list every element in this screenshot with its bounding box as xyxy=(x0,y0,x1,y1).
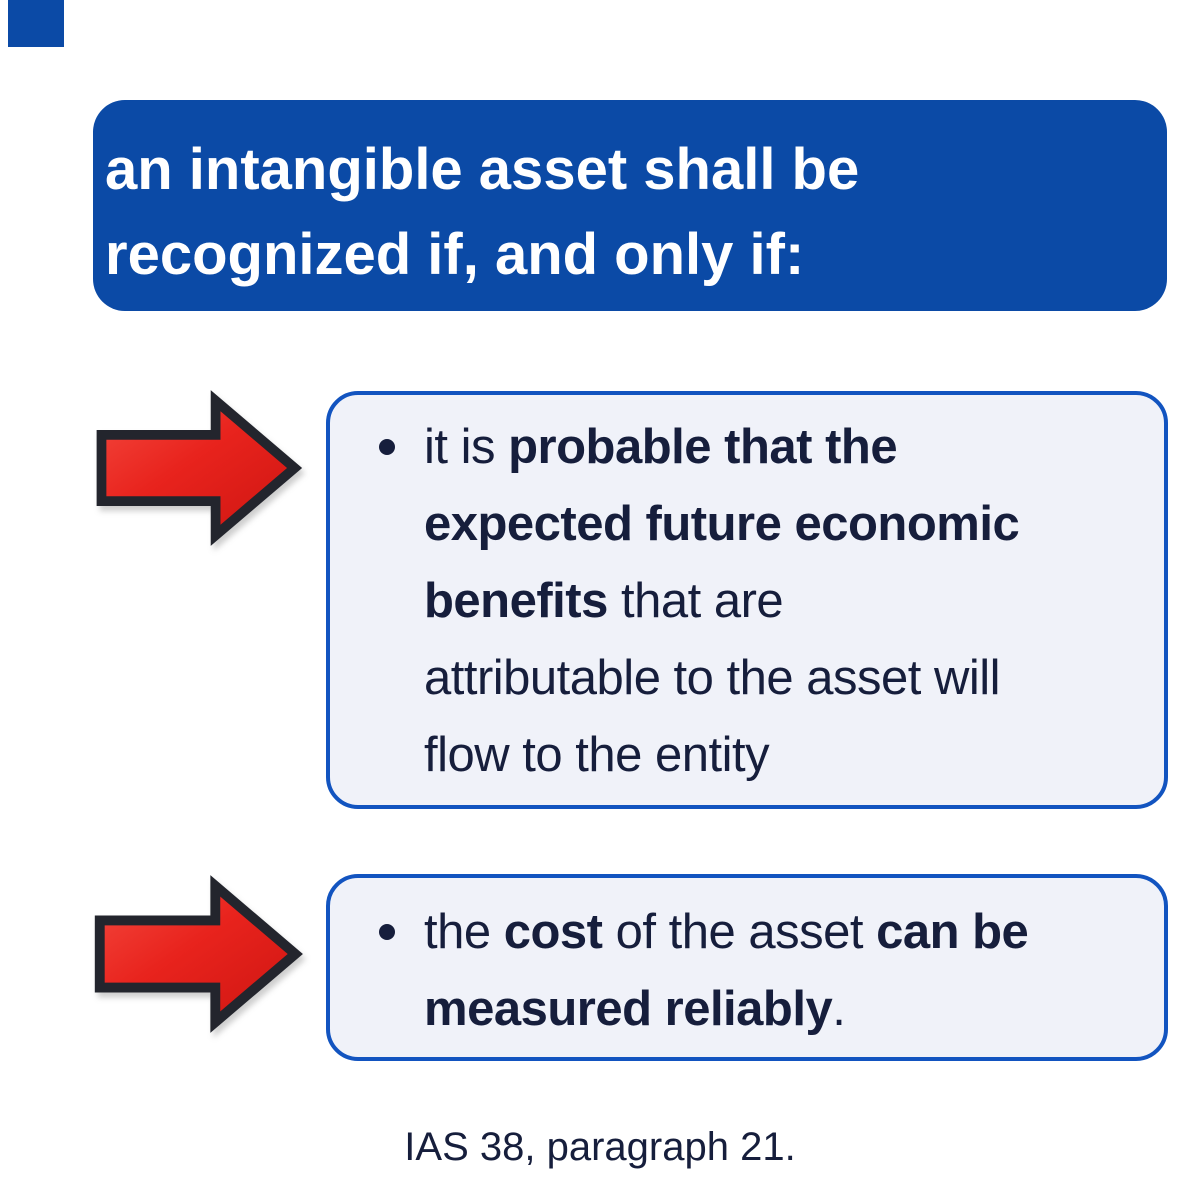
text-line: it is probable that the xyxy=(424,420,898,474)
criterion-text-cost-measurement: the cost of the asset can be measured rel… xyxy=(424,894,1150,1048)
bullet-icon xyxy=(379,439,395,455)
bullet-icon xyxy=(379,924,395,940)
text-line: benefits that are xyxy=(424,574,784,628)
arrow-right-icon xyxy=(96,390,303,546)
citation: IAS 38, paragraph 21. xyxy=(404,1125,796,1169)
criterion-box-cost-measurement: the cost of the asset can be measured rel… xyxy=(326,874,1168,1061)
text-line: the cost of the asset can be xyxy=(424,905,1029,959)
corner-decoration-square xyxy=(8,0,64,47)
text-line: measured reliably. xyxy=(424,982,846,1036)
text-line: expected future economic xyxy=(424,497,1020,551)
header-banner: an intangible asset shall be recognized … xyxy=(93,100,1167,311)
page-title-line-1: an intangible asset shall be xyxy=(105,137,860,202)
text-line: attributable to the asset will xyxy=(424,651,1001,705)
page-title-line-2: recognized if, and only if: xyxy=(105,222,805,287)
arrow-right-icon xyxy=(94,875,303,1033)
criterion-box-economic-benefits: it is probable that the expected future e… xyxy=(326,391,1168,809)
text-line: flow to the entity xyxy=(424,728,770,782)
criterion-text-economic-benefits: it is probable that the expected future e… xyxy=(424,409,1150,794)
